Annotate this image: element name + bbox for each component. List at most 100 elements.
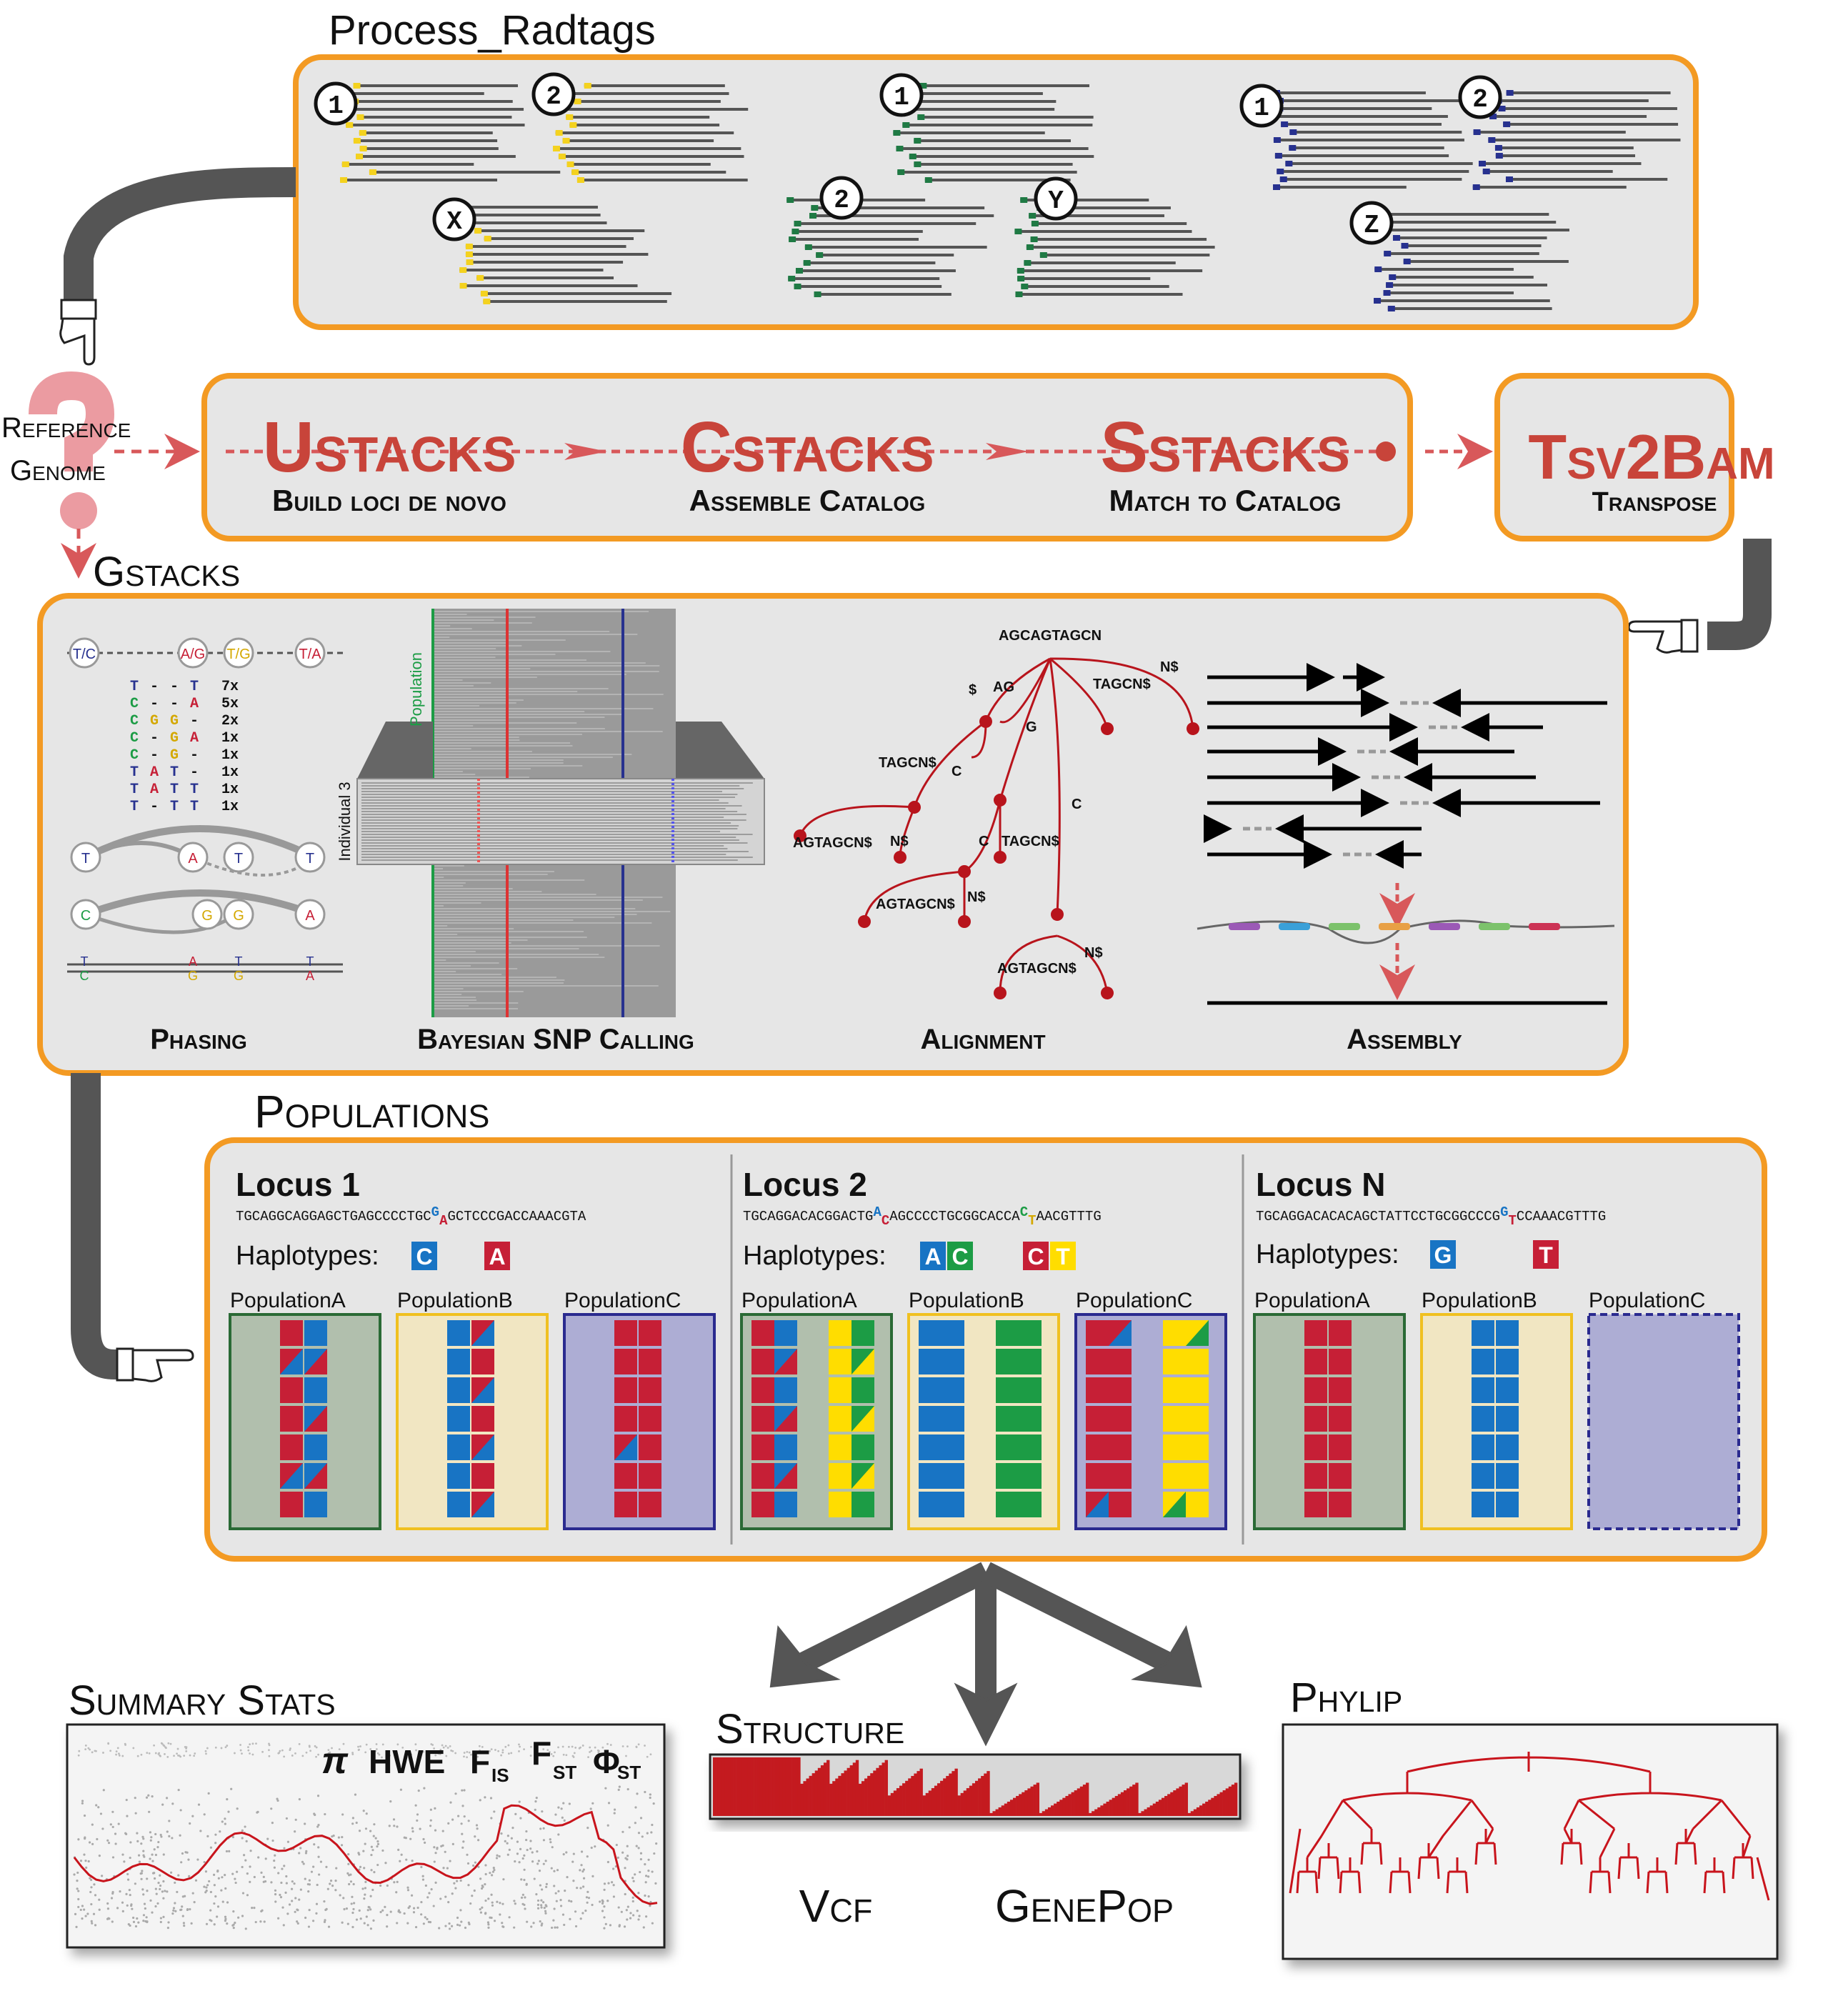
phasing-allele: -	[190, 764, 199, 781]
structure-bars	[713, 1757, 1238, 1816]
stat-point	[639, 1870, 641, 1874]
barcode-mark	[1039, 252, 1047, 258]
stat-point	[369, 1748, 372, 1750]
stat-point	[145, 1796, 149, 1799]
stat-point	[111, 1892, 114, 1895]
stat-point	[363, 1897, 366, 1900]
stat-point	[203, 1885, 206, 1888]
structure-bar	[1132, 1785, 1136, 1816]
stat-point	[475, 1824, 479, 1827]
stat-point	[354, 1793, 357, 1796]
structure-bar	[881, 1762, 885, 1816]
stat-point	[117, 1822, 120, 1825]
stat-point	[526, 1920, 529, 1923]
pointing-hand-icon	[116, 1347, 194, 1382]
stat-point	[334, 1879, 337, 1882]
genotype-cell	[1329, 1320, 1352, 1346]
process-radtags-header: Process_Radtags	[329, 7, 656, 54]
genotype-cell	[942, 1406, 964, 1432]
genotype-cell	[471, 1406, 494, 1432]
structure-bar	[914, 1773, 917, 1816]
locus-n-title: Locus N	[1256, 1166, 1385, 1203]
phasing-allele: T	[190, 679, 199, 695]
stat-point	[206, 1835, 209, 1837]
structure-bar	[779, 1757, 784, 1816]
genotype-cell	[1304, 1434, 1327, 1460]
stat-point	[506, 1835, 509, 1837]
output-arrows	[769, 1562, 1202, 1747]
stat-point	[304, 1822, 306, 1825]
stat-point	[159, 1755, 161, 1757]
stat-point	[137, 1921, 140, 1924]
stat-point	[653, 1852, 656, 1855]
structure-bar	[931, 1788, 935, 1816]
stat-point	[323, 1920, 326, 1923]
genotype-cell	[1163, 1349, 1186, 1374]
genotype-cell	[751, 1492, 774, 1517]
structure-header: Structure	[716, 1706, 904, 1752]
genotype-cell	[774, 1492, 797, 1517]
stat-point	[601, 1900, 604, 1903]
genotype-cell	[829, 1463, 851, 1489]
svg-text:TAGCN$: TAGCN$	[879, 755, 937, 771]
structure-bar	[841, 1773, 844, 1816]
stat-point	[487, 1897, 490, 1900]
stat-point	[644, 1863, 646, 1866]
stat-point	[626, 1905, 629, 1908]
barcode-mark	[459, 283, 467, 289]
stat-point	[90, 1902, 93, 1906]
stat-point	[490, 1874, 494, 1877]
svg-text:IS: IS	[491, 1765, 509, 1786]
stat-point	[118, 1752, 120, 1755]
stat-point	[132, 1747, 135, 1750]
stat-point	[637, 1918, 640, 1921]
stat-point	[434, 1829, 437, 1832]
stat-point	[274, 1900, 277, 1903]
structure-bar	[852, 1762, 856, 1816]
structure-bar	[1042, 1811, 1046, 1816]
stat-point	[548, 1751, 551, 1753]
stat-point	[484, 1796, 486, 1799]
stat-point	[456, 1916, 459, 1920]
stat-point	[140, 1877, 143, 1880]
structure-bar	[1217, 1794, 1220, 1816]
barcode-mark	[569, 122, 577, 128]
genotype-cell	[919, 1434, 942, 1460]
stat-point	[526, 1848, 529, 1852]
genotype-cell	[639, 1349, 661, 1374]
structure-bar	[762, 1757, 766, 1816]
genotype-cell-split	[1163, 1492, 1186, 1517]
barcode-mark	[1289, 145, 1297, 151]
stat-point	[177, 1788, 180, 1792]
stat-point	[183, 1924, 186, 1927]
genotype-cell	[774, 1434, 797, 1460]
stat-point	[574, 1925, 578, 1928]
structure-bar	[1051, 1805, 1054, 1816]
genotype-cell	[447, 1349, 470, 1374]
stat-point	[358, 1830, 361, 1832]
stat-point	[226, 1798, 229, 1801]
svg-text:A: A	[189, 954, 197, 969]
stat-point	[566, 1876, 569, 1879]
stat-point	[349, 1880, 353, 1883]
stat-point	[124, 1744, 126, 1746]
stat-point	[375, 1743, 378, 1745]
stat-point	[553, 1885, 556, 1887]
stat-point	[162, 1897, 165, 1900]
stat-point	[554, 1926, 556, 1929]
stat-point	[372, 1919, 375, 1922]
stat-point	[306, 1882, 309, 1886]
stat-point	[85, 1866, 88, 1869]
stat-point	[128, 1889, 131, 1892]
stat-point	[193, 1901, 196, 1904]
stat-point	[285, 1875, 288, 1878]
haplotype-letter: T	[1539, 1242, 1553, 1268]
stat-point	[433, 1747, 435, 1750]
stat-point	[102, 1752, 104, 1754]
stat-point	[554, 1751, 556, 1754]
summary-stats-panel	[66, 1723, 666, 1949]
stat-point	[461, 1832, 464, 1835]
structure-bar	[724, 1757, 728, 1816]
structure-bar	[1135, 1782, 1139, 1816]
stat-point	[469, 1902, 472, 1905]
